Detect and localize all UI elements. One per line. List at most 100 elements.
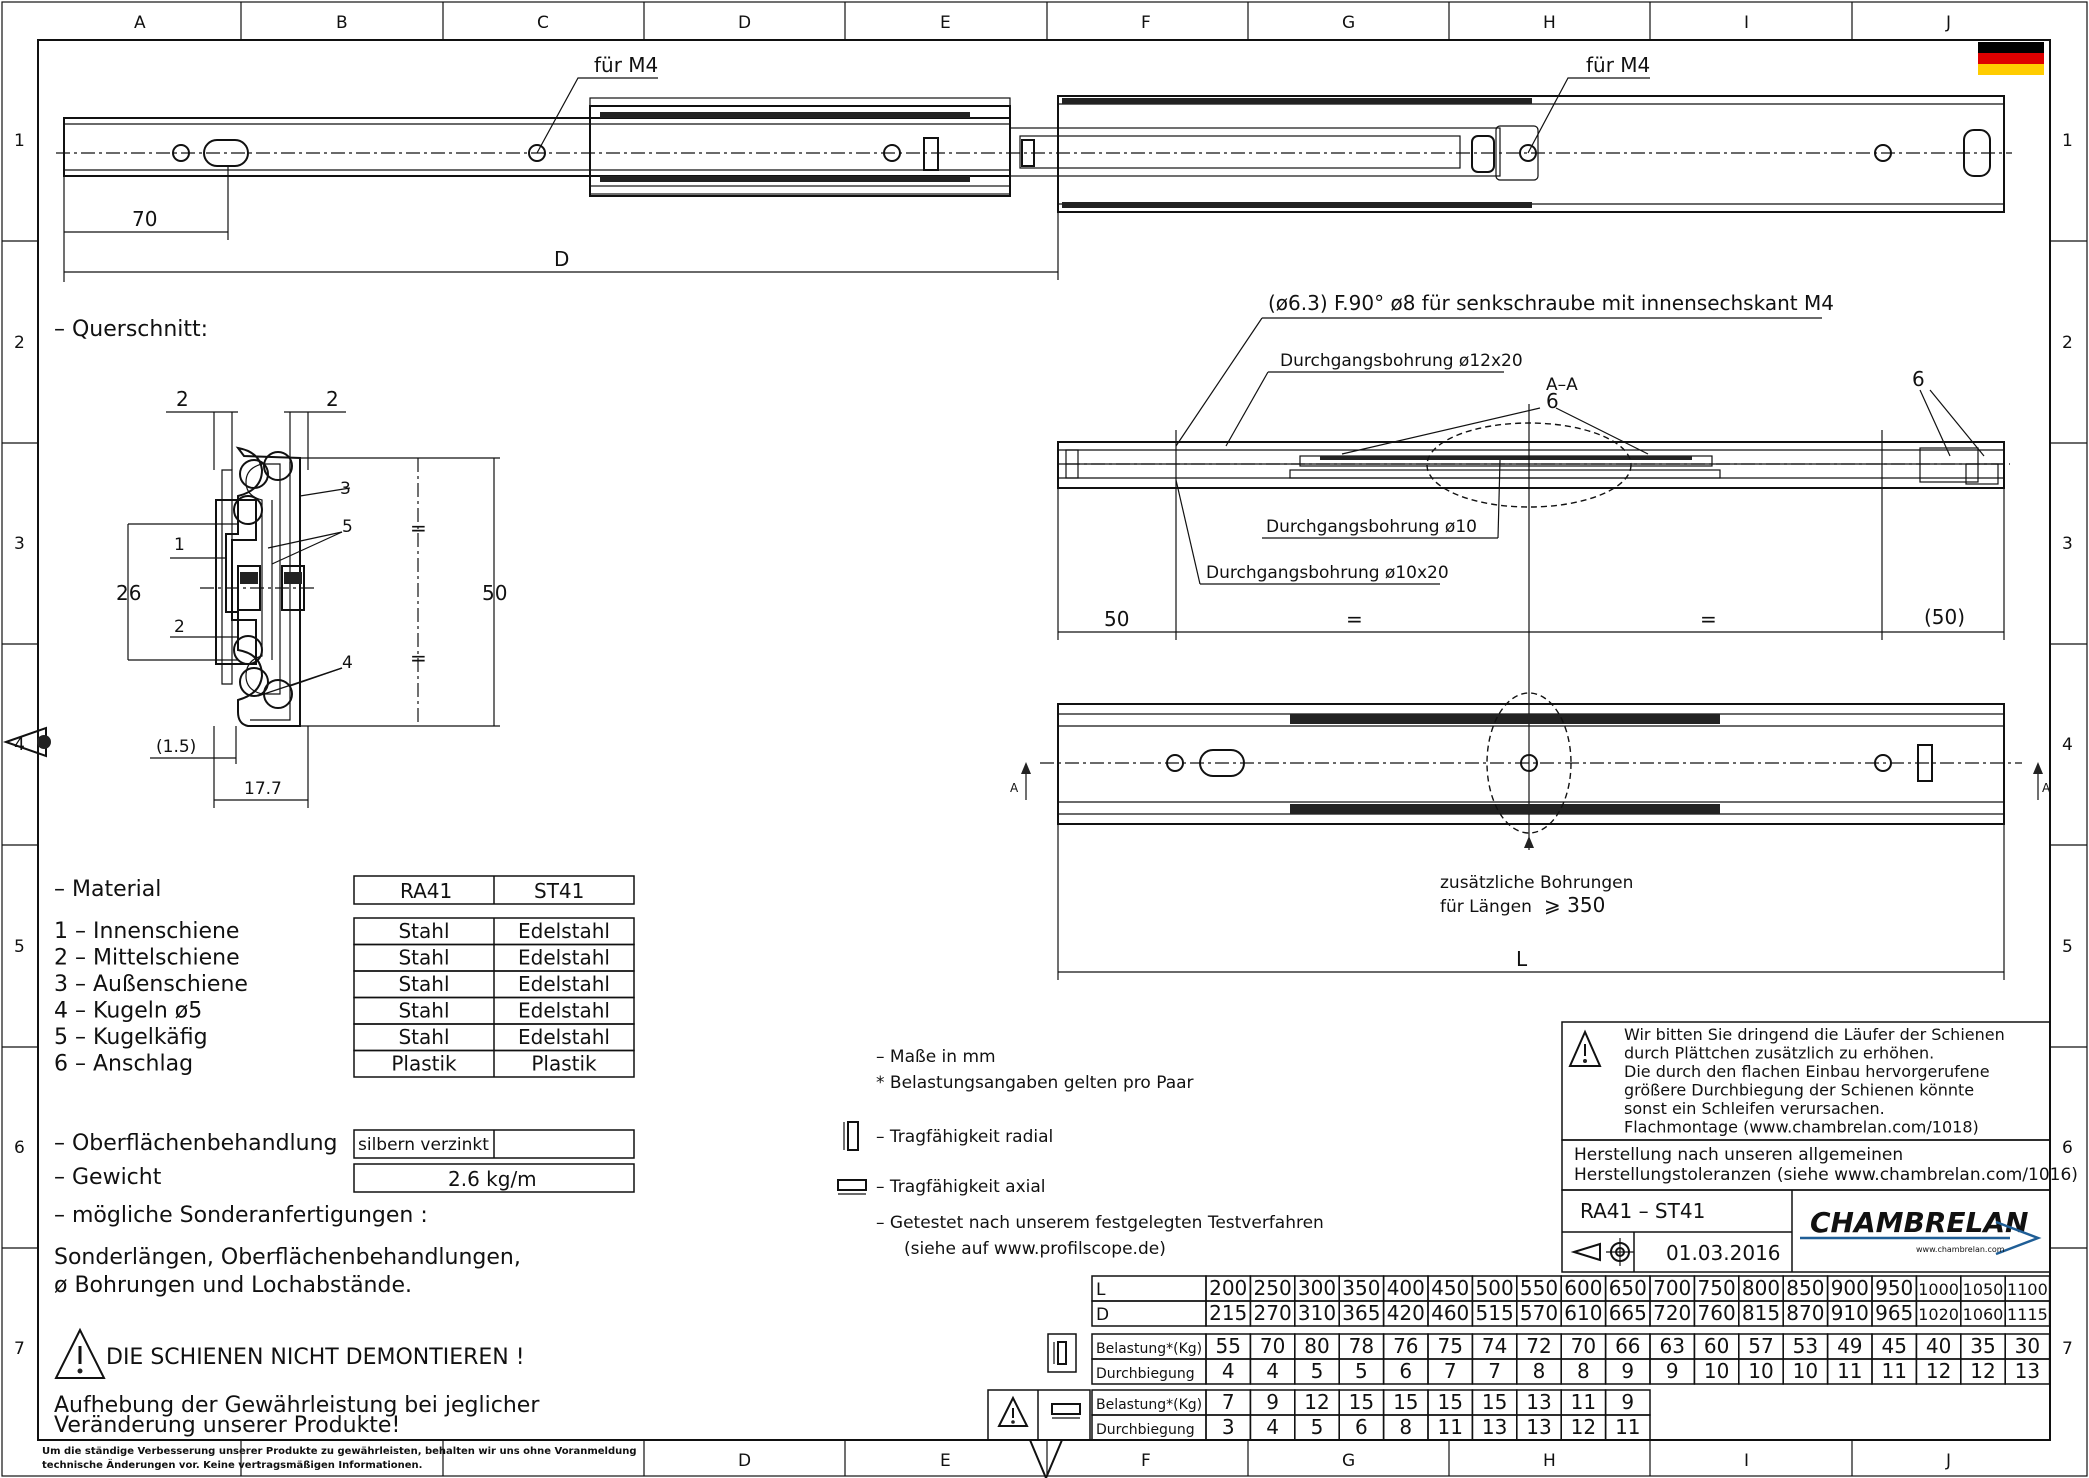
stop-label-mid: 6 — [1546, 389, 1559, 413]
stop-label-right: 6 — [1912, 367, 1925, 391]
spec-L-cell: 600 — [1564, 1276, 1602, 1300]
side-view: (ø6.3) F.90° ø8 für senkschraube mit inn… — [1057, 291, 2010, 850]
part-5-label: 5 — [342, 517, 353, 537]
spec-D-label: D — [1096, 1305, 1109, 1325]
spec-radial-load-cell: 60 — [1704, 1334, 1729, 1358]
row-label-5: 5 — [14, 937, 25, 957]
spec-radial-icon — [1047, 1333, 1077, 1373]
footer-note-2: technische Änderungen vor. Keine vertrag… — [42, 1457, 422, 1471]
section-label-AA: A–A — [1546, 375, 1578, 395]
column-label-bottom-j: J — [1945, 1451, 1951, 1471]
radial-load-icon — [843, 1121, 859, 1151]
spec-axial-load-cell: 7 — [1222, 1390, 1235, 1414]
note-tested: – Getestet nach unserem festgelegten Tes… — [876, 1213, 1324, 1233]
column-label-d: D — [738, 13, 751, 33]
axial-load-icon — [837, 1179, 867, 1195]
spec-L-cell: 1100 — [2007, 1280, 2048, 1299]
spec-D-cell: 460 — [1431, 1301, 1469, 1325]
spec-D-cell: 1115 — [2007, 1305, 2048, 1324]
note-radial: – Tragfähigkeit radial — [876, 1127, 1053, 1147]
spec-axial-defl-cell: 8 — [1399, 1415, 1412, 1439]
dim-1-5: (1.5) — [156, 737, 196, 757]
spec-D-cell: 215 — [1209, 1301, 1247, 1325]
row-label-right-1: 1 — [2062, 131, 2073, 151]
spec-axial-load-cell: 15 — [1482, 1390, 1507, 1414]
dim-26: 26 — [116, 581, 141, 605]
spec-L-cell: 650 — [1609, 1276, 1647, 1300]
bottom-view: A A zusätzliche Bohrungen für Längen ⩾ 3… — [1010, 692, 2051, 980]
material-row-name: 2 – Mittelschiene — [54, 946, 240, 971]
general-notes: – Maße in mm * Belastungsangaben gelten … — [837, 1047, 1324, 1259]
orientation-marker-bottom — [1028, 1439, 1064, 1478]
row-label-right-5: 5 — [2062, 937, 2073, 957]
dim-70: 70 — [132, 207, 157, 231]
surface-section: – Oberflächenbehandlung silbern verzinkt… — [54, 1129, 635, 1298]
dim-50-bracket: (50) — [1924, 605, 1965, 629]
spec-radial-load-cell: 74 — [1482, 1334, 1507, 1358]
spec-axial-defl-cell: 4 — [1266, 1415, 1279, 1439]
info-line: Flachmontage (www.chambrelan.com/1018) — [1624, 1118, 1979, 1137]
spec-axial-load-cell: 15 — [1437, 1390, 1462, 1414]
row-label-right-3: 3 — [2062, 534, 2073, 554]
spec-axial-defl-cell: 3 — [1222, 1415, 1235, 1439]
section-arrow-A-right: A — [2042, 781, 2051, 795]
dim-17-7: 17.7 — [244, 779, 282, 799]
spec-radial-defl-cell: 6 — [1399, 1359, 1412, 1383]
column-label-b: B — [336, 13, 348, 33]
footer-note-1: Um die ständige Verbesserung unserer Pro… — [42, 1446, 637, 1457]
spec-radial-defl-cell: 10 — [1704, 1359, 1729, 1383]
row-label-right-6: 6 — [2062, 1138, 2073, 1158]
spec-radial-defl-cell: 11 — [1881, 1359, 1906, 1383]
dim-eq-left: = — [1346, 607, 1363, 631]
material-row-ra41: Stahl — [398, 972, 449, 996]
spec-axial-load-cell: 9 — [1621, 1390, 1634, 1414]
special-line-1: Sonderlängen, Oberflächenbehandlungen, — [54, 1245, 521, 1270]
info-lines: Wir bitten Sie dringend die Läufer der S… — [1624, 1025, 2005, 1137]
row-label-6: 6 — [14, 1138, 25, 1158]
row-label-3: 3 — [14, 534, 25, 554]
column-label-bottom-h: H — [1543, 1451, 1556, 1471]
label-fuer-m4-right: für M4 — [1586, 53, 1650, 77]
column-label-e: E — [940, 13, 951, 33]
cross-section-heading: – Querschnitt: — [54, 317, 208, 342]
title-block: Wir bitten Sie dringend die Läufer der S… — [1561, 1021, 2078, 1273]
column-label-c: C — [537, 13, 549, 33]
spec-axial-load-cell: 15 — [1349, 1390, 1374, 1414]
spec-L-cell: 300 — [1298, 1276, 1336, 1300]
spec-axial-load-cell: 11 — [1571, 1390, 1596, 1414]
spec-axial-defl-label: Durchbiegung — [1096, 1422, 1195, 1438]
spec-radial-load-cell: 75 — [1437, 1334, 1462, 1358]
product-code: RA41 – ST41 — [1580, 1199, 1705, 1223]
spec-radial-defl-cell: 4 — [1266, 1359, 1279, 1383]
spec-axial-load-cell: 15 — [1393, 1390, 1418, 1414]
spec-L-cell: 200 — [1209, 1276, 1247, 1300]
spec-D-cell: 815 — [1742, 1301, 1780, 1325]
spec-axial-load-cell: 13 — [1526, 1390, 1551, 1414]
spec-axial-defl-cell: 11 — [1615, 1415, 1640, 1439]
spec-D-cell: 870 — [1786, 1301, 1824, 1325]
part-4-label: 4 — [342, 653, 353, 673]
spec-axial-defl-cell: 6 — [1355, 1415, 1368, 1439]
spec-radial-defl-cell: 4 — [1222, 1359, 1235, 1383]
note-for-lengths: für Längen — [1440, 897, 1532, 917]
material-row-ra41: Stahl — [398, 999, 449, 1023]
material-row-st41: Edelstahl — [518, 946, 610, 970]
note-mm: – Maße in mm — [876, 1047, 996, 1067]
spec-L-cell: 700 — [1653, 1276, 1691, 1300]
drawing-date: 01.03.2016 — [1666, 1241, 1781, 1265]
spec-axial-defl-cell: 13 — [1526, 1415, 1551, 1439]
note-additional-holes: zusätzliche Bohrungen — [1440, 873, 1633, 893]
spec-L-cell: 500 — [1476, 1276, 1514, 1300]
spec-radial-defl-cell: 8 — [1533, 1359, 1546, 1383]
spec-radial-load-cell: 30 — [2015, 1334, 2040, 1358]
surface-value: silbern verzinkt — [358, 1135, 489, 1155]
material-row-name: 5 – Kugelkäfig — [54, 1025, 208, 1050]
spec-radial-load-cell: 63 — [1659, 1334, 1684, 1358]
spec-D-cell: 965 — [1875, 1301, 1913, 1325]
material-col-st41: ST41 — [534, 879, 584, 903]
